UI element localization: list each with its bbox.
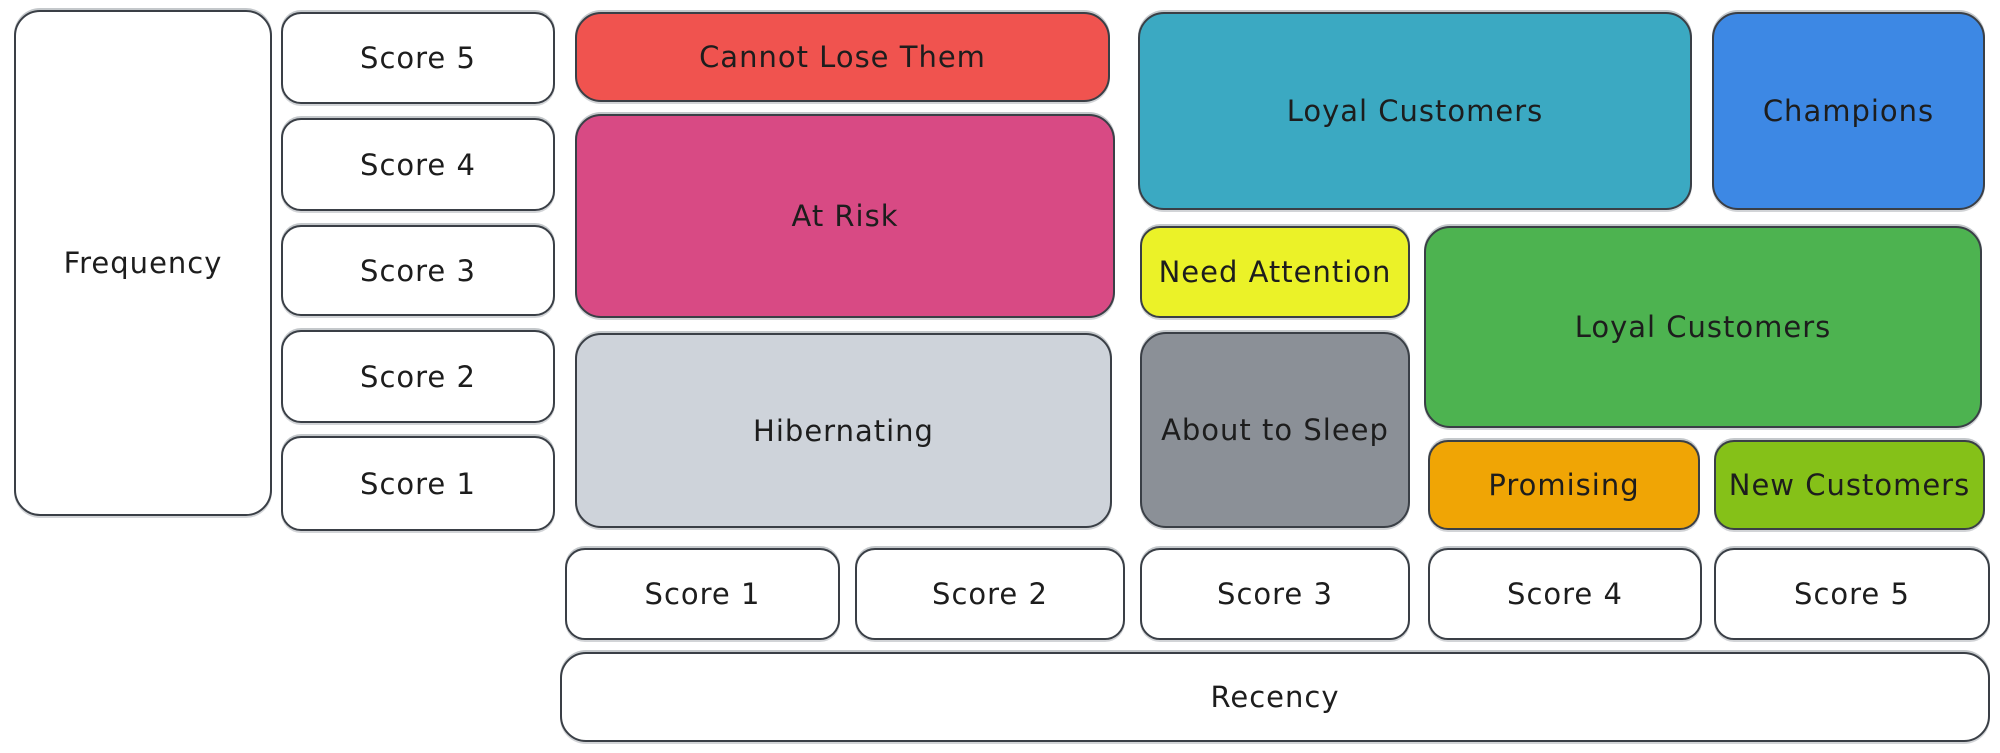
segment-champions: Champions: [1712, 12, 1985, 210]
segment-new-customers: New Customers: [1714, 440, 1985, 530]
frequency-score-4: Score 4: [281, 118, 555, 211]
recency-score-5: Score 5: [1714, 548, 1990, 640]
recency-score-4: Score 4: [1428, 548, 1702, 640]
segment-loyal-customers-right: Loyal Customers: [1424, 226, 1982, 428]
frequency-score-3: Score 3: [281, 225, 555, 316]
frequency-axis-label: Frequency: [14, 10, 272, 516]
segment-about-to-sleep: About to Sleep: [1140, 332, 1410, 528]
frequency-score-5: Score 5: [281, 12, 555, 104]
recency-score-3: Score 3: [1140, 548, 1410, 640]
segment-at-risk: At Risk: [575, 114, 1115, 318]
segment-loyal-customers-top: Loyal Customers: [1138, 12, 1692, 210]
recency-score-1: Score 1: [565, 548, 840, 640]
segment-hibernating: Hibernating: [575, 333, 1112, 528]
segment-promising: Promising: [1428, 440, 1700, 530]
segment-need-attention: Need Attention: [1140, 226, 1410, 318]
segment-cannot-lose-them: Cannot Lose Them: [575, 12, 1110, 102]
frequency-score-2: Score 2: [281, 330, 555, 423]
recency-score-2: Score 2: [855, 548, 1125, 640]
recency-axis-label: Recency: [560, 652, 1990, 742]
frequency-score-1: Score 1: [281, 436, 555, 531]
